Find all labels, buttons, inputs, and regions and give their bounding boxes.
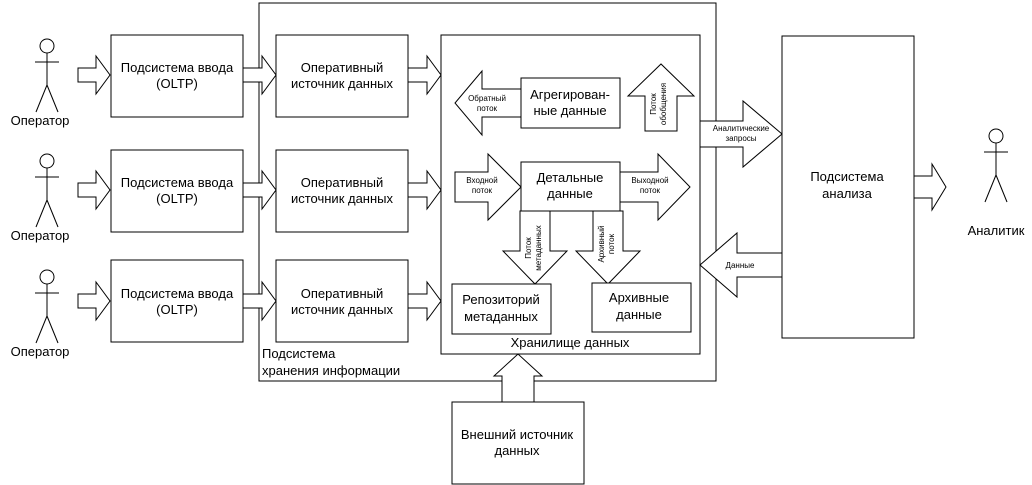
archive-data-box: Архивные данные bbox=[591, 282, 692, 333]
input-to-source-arrow-1 bbox=[242, 54, 277, 96]
input-to-source-arrow-2 bbox=[242, 169, 277, 211]
metadata-flow-label: Поток bbox=[524, 237, 533, 259]
detailed-data-box: Детальные данные bbox=[520, 161, 621, 212]
operational-source-subtitle: источник данных bbox=[291, 302, 394, 317]
operator-label: Оператор bbox=[11, 344, 70, 359]
output-flow-arrow: Выходной поток bbox=[619, 152, 691, 222]
data-return-label: Данные bbox=[726, 261, 755, 270]
input-subsystem-subtitle: (OLTP) bbox=[156, 302, 198, 317]
archive-flow-sublabel: поток bbox=[607, 233, 616, 254]
archive-flow-label: Архивный bbox=[597, 225, 606, 262]
analysis-subsystem-title: Подсистема bbox=[810, 169, 884, 184]
metadata-flow-sublabel: метаданных bbox=[534, 225, 543, 270]
input-subsystem-title: Подсистема ввода bbox=[121, 60, 234, 75]
analysis-to-analyst-arrow bbox=[913, 162, 947, 212]
operational-source-subtitle: источник данных bbox=[291, 76, 394, 91]
reverse-flow-arrow: Обратный поток bbox=[454, 69, 522, 137]
input-subsystem-subtitle: (OLTP) bbox=[156, 191, 198, 206]
input-subsystem-oltp-1: Подсистема ввода (OLTP) bbox=[110, 34, 244, 118]
generalization-flow-arrow: Поток обобщения bbox=[626, 63, 696, 132]
operator-to-input-arrow-1 bbox=[77, 54, 111, 96]
stick-figure-icon bbox=[984, 128, 1008, 203]
generalization-flow-label: Поток bbox=[649, 93, 658, 115]
operator-actor-1: Оператор bbox=[11, 38, 70, 128]
aggregated-data-subtitle: ные данные bbox=[533, 103, 606, 118]
operational-data-source-2: Оперативный источник данных bbox=[275, 149, 409, 233]
external-source-title: Внешний источник bbox=[461, 427, 574, 442]
metadata-flow-arrow: Поток метаданных bbox=[501, 210, 569, 285]
analytic-queries-arrow: Аналитические запросы bbox=[699, 99, 783, 169]
input-to-source-arrow-3 bbox=[242, 280, 277, 322]
source-to-warehouse-arrow-2 bbox=[407, 169, 442, 211]
input-subsystem-oltp-2: Подсистема ввода (OLTP) bbox=[110, 149, 244, 233]
external-to-warehouse-arrow bbox=[492, 353, 544, 403]
operator-label: Оператор bbox=[11, 228, 70, 243]
operational-source-title: Оперативный bbox=[301, 175, 383, 190]
analyst-actor: Аналитик bbox=[968, 128, 1025, 238]
data-warehouse-label: Хранилище данных bbox=[511, 335, 630, 350]
analysis-subsystem-subtitle: анализа bbox=[822, 186, 872, 201]
operator-actor-2: Оператор bbox=[11, 153, 70, 243]
source-to-warehouse-arrow-1 bbox=[407, 54, 442, 96]
operator-to-input-arrow-2 bbox=[77, 169, 111, 211]
operational-source-subtitle: источник данных bbox=[291, 191, 394, 206]
detailed-data-title: Детальные bbox=[537, 170, 604, 185]
analyst-label: Аналитик bbox=[968, 223, 1025, 238]
stick-figure-icon bbox=[35, 269, 59, 344]
storage-subsystem-title: Подсистема bbox=[262, 346, 336, 361]
operator-to-input-arrow-3 bbox=[77, 280, 111, 322]
input-subsystem-oltp-3: Подсистема ввода (OLTP) bbox=[110, 259, 244, 343]
input-flow-arrow: Входной поток bbox=[454, 152, 522, 222]
stick-figure-icon bbox=[35, 153, 59, 228]
detailed-data-subtitle: данные bbox=[547, 186, 593, 201]
operator-label: Оператор bbox=[11, 113, 70, 128]
input-flow-sublabel: поток bbox=[472, 186, 493, 195]
operational-data-source-1: Оперативный источник данных bbox=[275, 34, 409, 118]
reverse-flow-sublabel: поток bbox=[477, 104, 498, 113]
output-flow-label: Выходной bbox=[631, 176, 668, 185]
reverse-flow-label: Обратный bbox=[468, 94, 506, 103]
operator-actor-3: Оператор bbox=[11, 269, 70, 359]
input-subsystem-subtitle: (OLTP) bbox=[156, 76, 198, 91]
metadata-repository-title: Репозиторий bbox=[462, 292, 539, 307]
metadata-repository-box: Репозиторий метаданных bbox=[451, 283, 552, 335]
aggregated-data-title: Агрегирован- bbox=[530, 87, 610, 102]
output-flow-sublabel: поток bbox=[640, 186, 661, 195]
data-return-arrow: Данные bbox=[699, 231, 783, 299]
stick-figure-icon bbox=[35, 38, 59, 113]
external-data-source: Внешний источник данных bbox=[451, 401, 585, 485]
source-to-warehouse-arrow-3 bbox=[407, 280, 442, 322]
archive-flow-arrow: Архивный поток bbox=[574, 210, 642, 285]
external-source-subtitle: данных bbox=[494, 443, 540, 458]
input-flow-label: Входной bbox=[466, 176, 497, 185]
storage-subsystem-subtitle: хранения информации bbox=[262, 363, 400, 378]
operational-data-source-3: Оперативный источник данных bbox=[275, 259, 409, 343]
operational-source-title: Оперативный bbox=[301, 60, 383, 75]
operational-source-title: Оперативный bbox=[301, 286, 383, 301]
analysis-subsystem: Подсистема анализа bbox=[781, 35, 915, 339]
archive-data-title: Архивные bbox=[609, 290, 669, 305]
input-subsystem-title: Подсистема ввода bbox=[121, 286, 234, 301]
analytic-queries-sublabel: запросы bbox=[725, 134, 756, 143]
analytic-queries-label: Аналитические bbox=[713, 124, 770, 133]
metadata-repository-subtitle: метаданных bbox=[464, 309, 538, 324]
archive-data-subtitle: данные bbox=[616, 307, 662, 322]
input-subsystem-title: Подсистема ввода bbox=[121, 175, 234, 190]
aggregated-data-box: Агрегирован- ные данные bbox=[520, 77, 621, 129]
generalization-flow-sublabel: обобщения bbox=[659, 83, 668, 125]
